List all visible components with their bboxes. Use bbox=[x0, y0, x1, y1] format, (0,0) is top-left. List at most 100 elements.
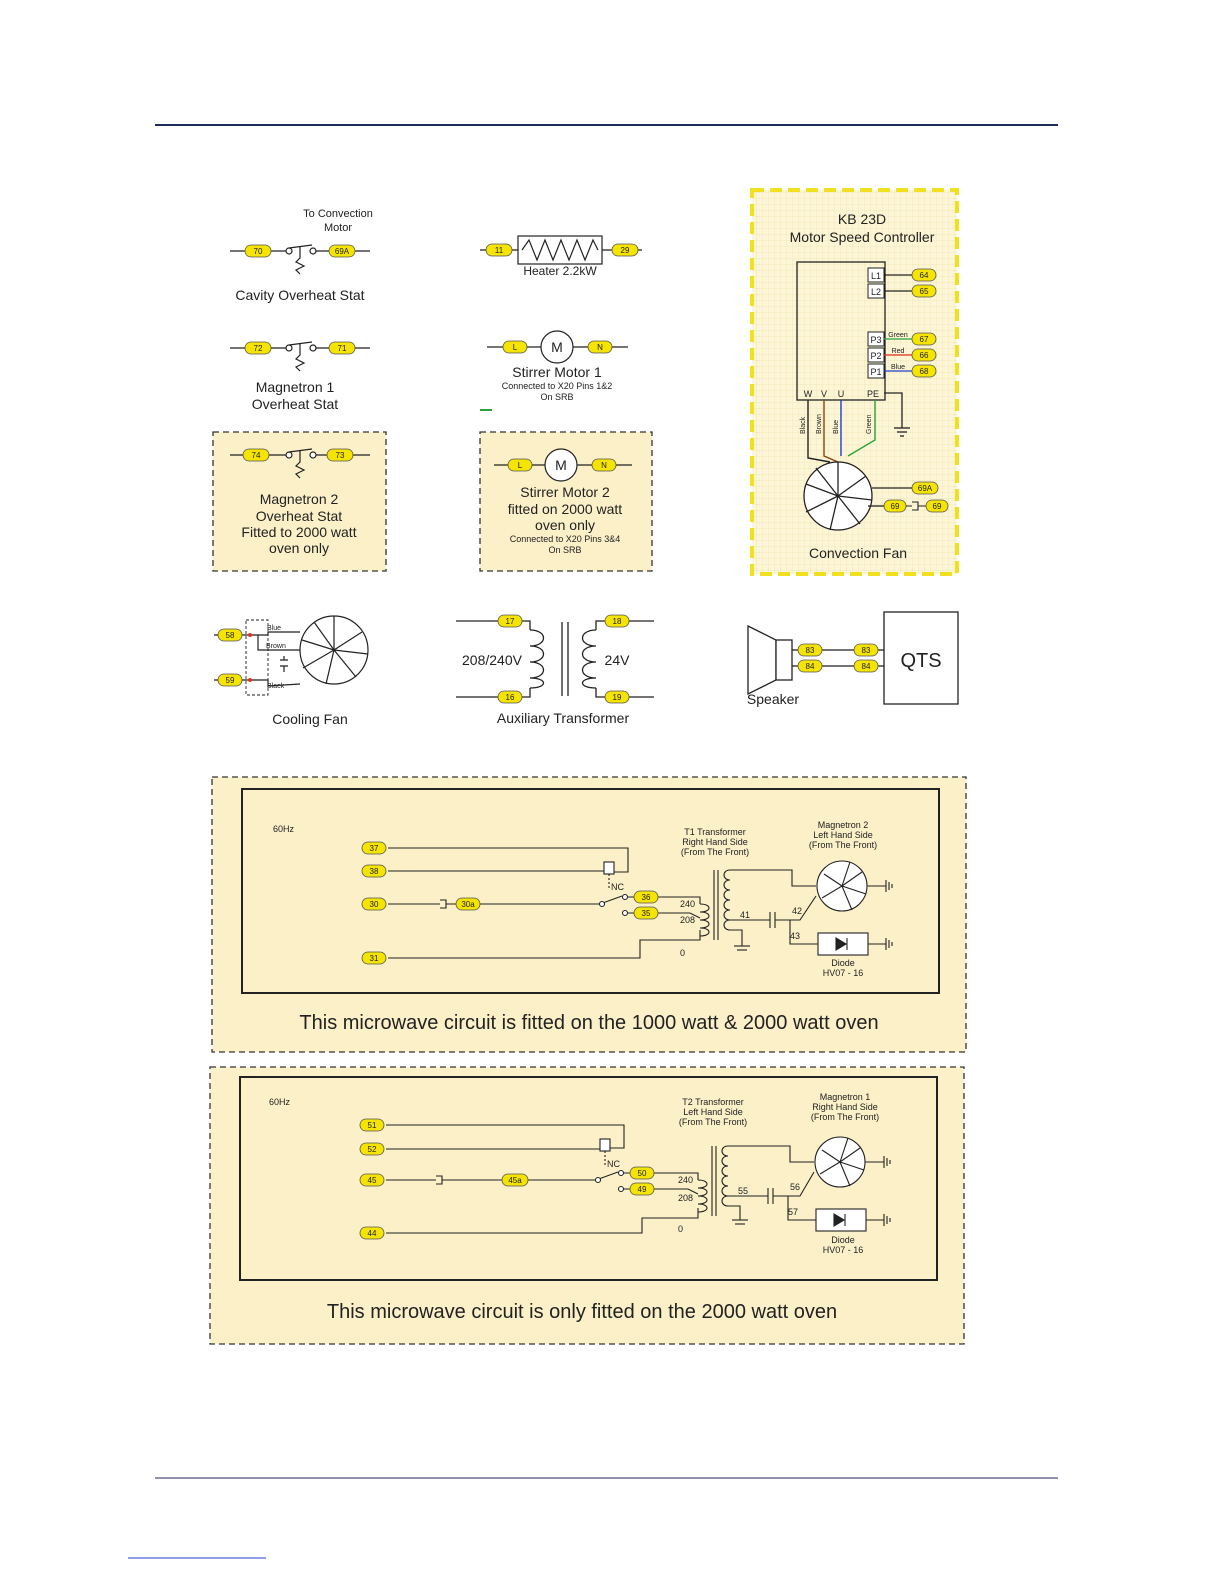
circuit2-inner-box bbox=[239, 1076, 938, 1281]
wire-green2-label: Green bbox=[866, 414, 873, 434]
terminal-84-speaker-label: 84 bbox=[806, 662, 815, 671]
terminal-74-label: 74 bbox=[252, 451, 261, 460]
wire-red-label: Red bbox=[892, 348, 905, 355]
circuit2-wiring bbox=[386, 1124, 891, 1234]
terminal-11-label: 11 bbox=[495, 246, 504, 255]
stirrer1-sub2: On SRB bbox=[540, 392, 573, 402]
terminal-58 bbox=[217, 628, 243, 642]
circuit1-inner-box bbox=[241, 788, 940, 994]
terminal-49 bbox=[629, 1182, 655, 1196]
pin-p1: P1 bbox=[870, 367, 881, 377]
terminal-stirrer2-l-label: L bbox=[518, 461, 523, 470]
pin-u: U bbox=[838, 389, 845, 399]
qts-label: QTS bbox=[900, 650, 941, 672]
circuit2-caption: This microwave circuit is only fitted on… bbox=[327, 1301, 837, 1323]
circuit2-transformer-line3: (From The Front) bbox=[679, 1117, 747, 1127]
terminal-52-label: 52 bbox=[368, 1145, 377, 1154]
terminal-84-speaker bbox=[797, 659, 823, 673]
circuit2-transformer-line1: T2 Transformer bbox=[682, 1097, 744, 1107]
terminal-30 bbox=[361, 897, 387, 911]
terminal-51-label: 51 bbox=[368, 1121, 377, 1130]
stirrer2-sub1: Connected to X20 Pins 3&4 bbox=[510, 534, 621, 544]
wire-brown-label: Brown bbox=[816, 414, 823, 434]
circuit2-tap-208: 208 bbox=[678, 1193, 693, 1203]
terminal-72-label: 72 bbox=[254, 344, 263, 353]
qts-box bbox=[883, 611, 959, 705]
terminal-59 bbox=[217, 673, 243, 687]
pin-pe: PE bbox=[867, 389, 879, 399]
circuit2-wire-57: 57 bbox=[788, 1207, 798, 1217]
terminal-65-label: 65 bbox=[920, 287, 929, 296]
terminal-35 bbox=[633, 906, 659, 920]
terminal-36 bbox=[633, 890, 659, 904]
cooling-wire-black: Black bbox=[267, 683, 285, 690]
terminal-74 bbox=[242, 448, 270, 462]
circuit2-tap-0: 0 bbox=[678, 1224, 683, 1234]
terminal-66-label: 66 bbox=[920, 351, 929, 360]
aux-transformer-label: Auxiliary Transformer bbox=[497, 710, 630, 726]
terminal-68-label: 68 bbox=[920, 367, 929, 376]
terminal-31 bbox=[361, 951, 387, 965]
cooling-fan-red-dot1 bbox=[248, 633, 252, 637]
circuit2-diode-line2: HV07 - 16 bbox=[823, 1245, 864, 1255]
terminal-44-label: 44 bbox=[368, 1229, 377, 1238]
terminal-45 bbox=[359, 1173, 385, 1187]
terminal-30a bbox=[455, 897, 481, 911]
stirrer2-line2: fitted on 2000 watt bbox=[508, 501, 623, 517]
pin-l2: L2 bbox=[871, 287, 881, 297]
circuit1-magnetron-line1: Magnetron 2 bbox=[818, 820, 869, 830]
terminal-45a bbox=[501, 1173, 529, 1187]
mag2-stat-line3: Fitted to 2000 watt bbox=[241, 524, 356, 540]
terminal-67 bbox=[911, 332, 937, 346]
mag2-stat-line4: oven only bbox=[269, 540, 329, 556]
terminal-59-label: 59 bbox=[226, 676, 235, 685]
terminal-58-label: 58 bbox=[226, 631, 235, 640]
wire-blue2-label: Blue bbox=[833, 420, 840, 434]
circuit1-transformer-line2: Right Hand Side bbox=[682, 837, 748, 847]
cooling-wire-brown: Brown bbox=[266, 643, 286, 650]
circuit2-freq: 60Hz bbox=[269, 1097, 291, 1107]
pin-p2: P2 bbox=[870, 351, 881, 361]
terminal-stirrer2-l bbox=[507, 458, 533, 472]
circuit2-magnetron-line2: Right Hand Side bbox=[812, 1102, 878, 1112]
circuit1-magnetron-line2: Left Hand Side bbox=[813, 830, 873, 840]
circuit2-outer-panel bbox=[209, 1066, 965, 1345]
terminal-67-label: 67 bbox=[920, 335, 929, 344]
mag2-stat-line2: Overheat Stat bbox=[256, 508, 342, 524]
controller-title2: Motor Speed Controller bbox=[790, 229, 935, 245]
terminal-stirrer1-l bbox=[502, 340, 528, 354]
speaker-label: Speaker bbox=[747, 691, 799, 707]
terminal-29 bbox=[611, 243, 639, 257]
mag1-stat-label-line2: Overheat Stat bbox=[252, 396, 338, 412]
speaker-icon bbox=[747, 624, 793, 696]
stirrer-motor2 bbox=[494, 448, 632, 482]
circuit1-tap-208: 208 bbox=[680, 915, 695, 925]
terminal-11 bbox=[485, 243, 513, 257]
terminal-38 bbox=[361, 864, 387, 878]
terminal-69-right-label: 69 bbox=[933, 502, 942, 511]
terminal-69a-fan bbox=[911, 481, 939, 495]
circuit1-diode-line2: HV07 - 16 bbox=[823, 968, 864, 978]
terminal-36-label: 36 bbox=[642, 893, 651, 902]
circuit1-wire-41: 41 bbox=[740, 910, 750, 920]
circuit1-wire-42: 42 bbox=[792, 906, 802, 916]
mag1-stat-label-line1: Magnetron 1 bbox=[256, 379, 335, 395]
circuit1-nc: NC bbox=[611, 882, 624, 892]
circuit1-tap-0: 0 bbox=[680, 948, 685, 958]
terminal-stirrer2-n bbox=[591, 458, 617, 472]
terminal-16 bbox=[497, 690, 523, 704]
aux-transformer bbox=[456, 620, 654, 698]
stirrer1-motor-symbol: M bbox=[551, 339, 563, 355]
terminal-30-label: 30 bbox=[370, 900, 379, 909]
terminal-71 bbox=[328, 341, 356, 355]
circuit2-tap-240: 240 bbox=[678, 1175, 693, 1185]
wire-green-label: Green bbox=[888, 332, 908, 339]
stirrer1-label: Stirrer Motor 1 bbox=[512, 364, 602, 380]
convection-fan-icon bbox=[803, 461, 912, 531]
circuit1-magnetron-line3: (From The Front) bbox=[809, 840, 877, 850]
terminal-49-label: 49 bbox=[638, 1185, 647, 1194]
terminal-68 bbox=[911, 364, 937, 378]
aux-secondary-label: 24V bbox=[605, 652, 631, 668]
terminal-18 bbox=[604, 614, 630, 628]
